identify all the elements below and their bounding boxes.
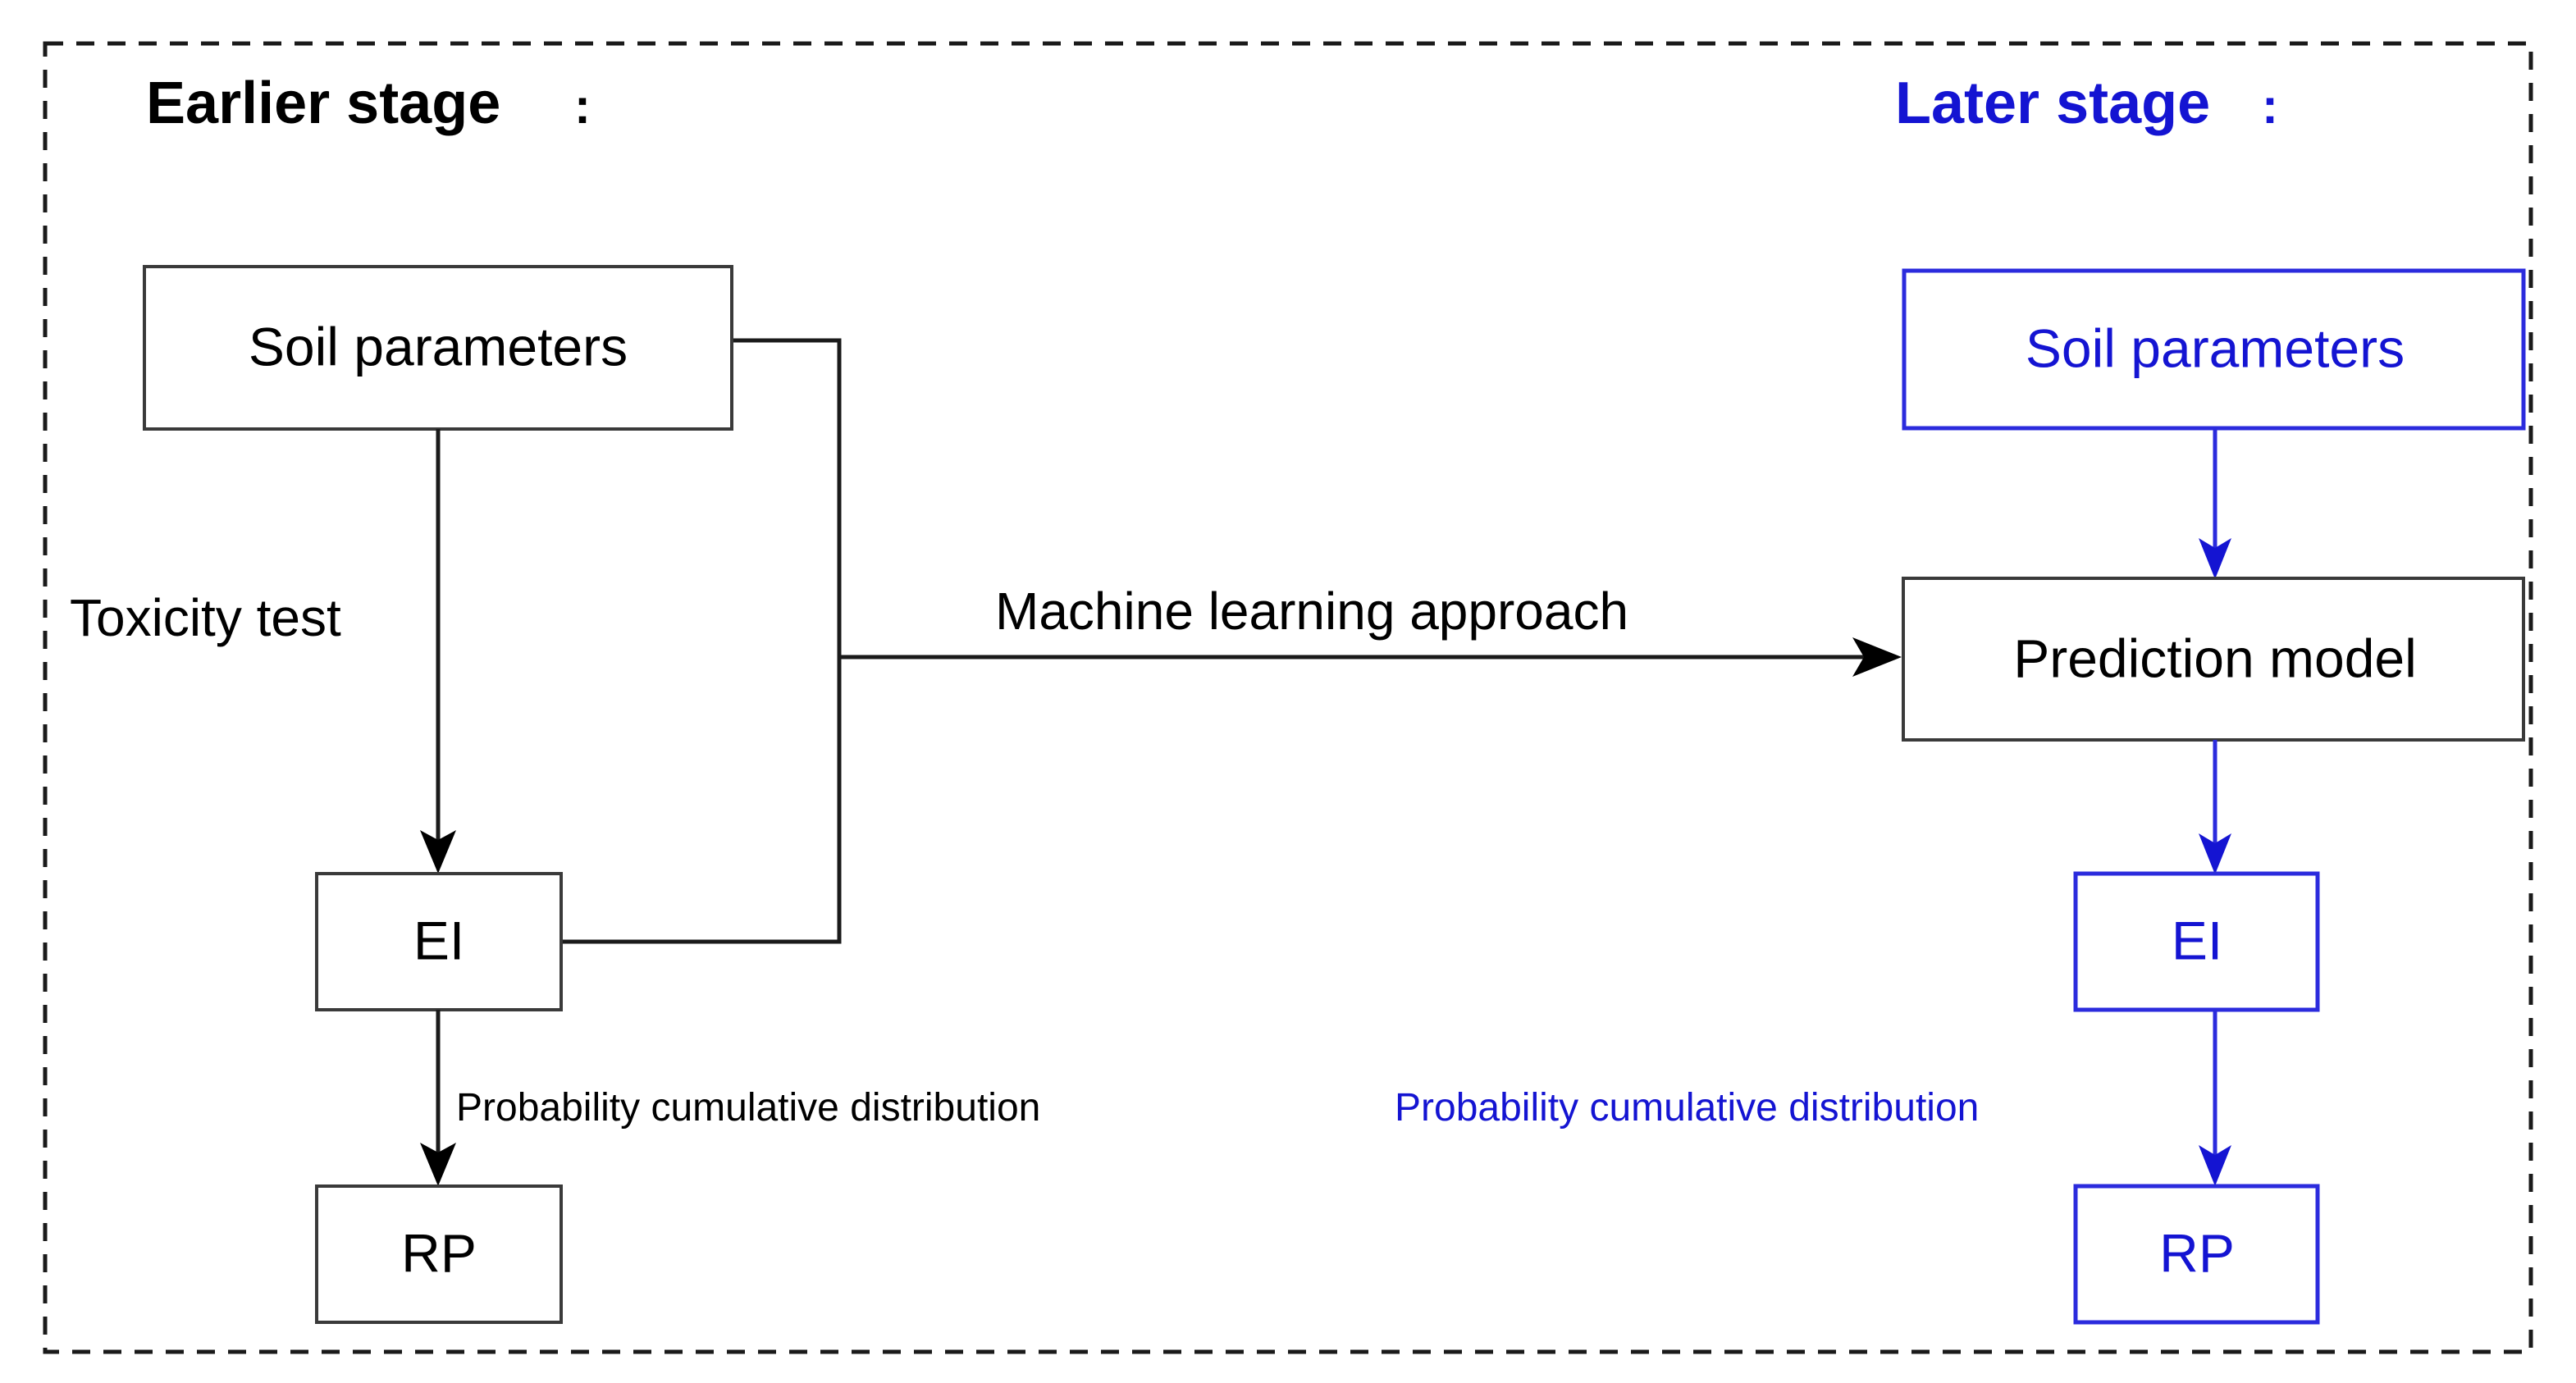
arrow-machine-learning-approach bbox=[839, 637, 1902, 677]
edge-label-probability-cumulative-distribution-right: Probability cumulative distribution bbox=[1395, 1086, 1979, 1130]
arrow-ei-to-rp-left bbox=[420, 1010, 456, 1186]
arrow-soil-to-prediction-model bbox=[2199, 428, 2231, 579]
edge-label-toxicity-test: Toxicity test bbox=[70, 588, 341, 647]
node-label: RP bbox=[2159, 1222, 2235, 1283]
node-label: Soil parameters bbox=[2026, 317, 2405, 378]
node-ei-right[interactable]: EI bbox=[2073, 871, 2320, 1012]
edge-label-machine-learning-approach: Machine learning approach bbox=[995, 582, 1628, 641]
arrow-soil-to-ei bbox=[420, 429, 456, 874]
earlier-stage-colon: : bbox=[574, 79, 591, 134]
node-box bbox=[2073, 871, 2320, 1012]
node-label: Soil parameters bbox=[249, 316, 628, 377]
node-rp-right[interactable]: RP bbox=[2073, 1184, 2320, 1325]
node-box bbox=[2073, 1184, 2320, 1325]
node-soil-parameters-right[interactable]: Soil parameters bbox=[1902, 268, 2526, 431]
node-ei-left[interactable]: EI bbox=[315, 872, 563, 1011]
page-title-later-stage: Later stage bbox=[1895, 71, 2210, 136]
node-label: EI bbox=[413, 910, 464, 970]
node-label: EI bbox=[2172, 910, 2222, 970]
node-prediction-model[interactable]: Prediction model bbox=[1902, 577, 2525, 742]
edge-label-probability-cumulative-distribution-left: Probability cumulative distribution bbox=[456, 1086, 1040, 1130]
node-soil-parameters-left[interactable]: Soil parameters bbox=[143, 265, 733, 431]
dashed-frame bbox=[43, 41, 2533, 1354]
node-box bbox=[315, 1184, 563, 1324]
node-box bbox=[143, 265, 733, 431]
arrow-prediction-model-to-ei-right bbox=[2199, 740, 2231, 874]
page-title-earlier-stage: Earlier stage bbox=[146, 71, 500, 136]
later-stage-colon: : bbox=[2262, 79, 2278, 134]
node-label: Prediction model bbox=[2013, 628, 2417, 688]
arrow-ei-to-rp-right bbox=[2199, 1010, 2231, 1186]
node-label: RP bbox=[401, 1222, 477, 1283]
node-box bbox=[1902, 577, 2525, 742]
node-rp-left[interactable]: RP bbox=[315, 1184, 563, 1324]
